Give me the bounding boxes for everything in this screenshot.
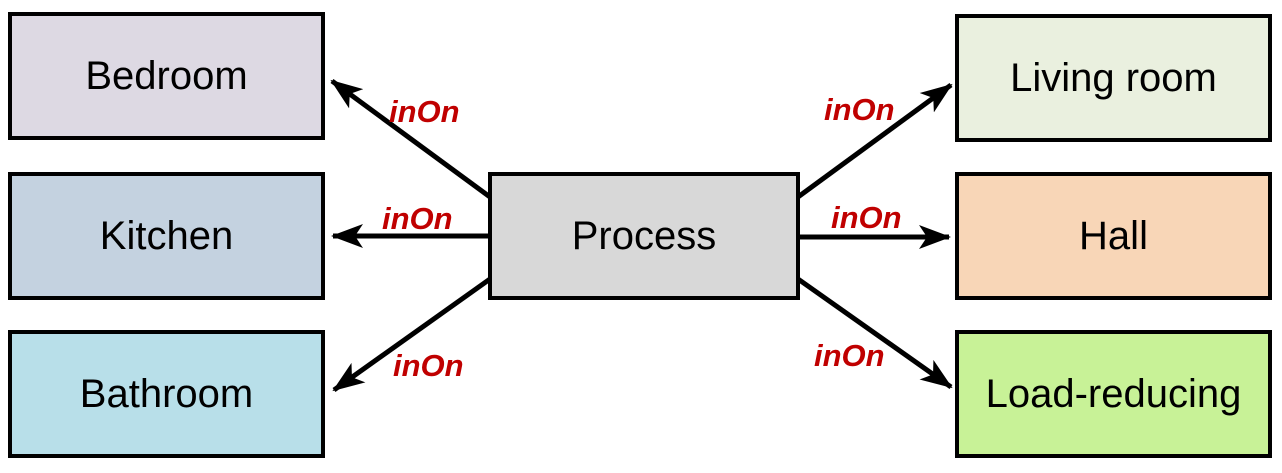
node-hall: Hall	[955, 172, 1272, 300]
edge-label-inon-bathroom: inOn	[393, 348, 464, 383]
node-living-room: Living room	[955, 14, 1272, 142]
node-living-room-label: Living room	[1010, 55, 1217, 100]
edge-label-inon-hall: inOn	[831, 200, 902, 235]
edge-process-bathroom	[332, 276, 492, 393]
node-process-label: Process	[571, 213, 717, 258]
edge-label-inon-bedroom: inOn	[389, 94, 460, 129]
node-load-reducing-label: Load-reducing	[985, 371, 1242, 416]
edge-label-inon-load-reducing: inOn	[814, 338, 885, 373]
node-kitchen: Kitchen	[8, 172, 325, 300]
edge-process-living-room	[796, 82, 953, 200]
node-hall-label: Hall	[1079, 213, 1148, 258]
node-bathroom-label: Bathroom	[79, 371, 254, 416]
node-bedroom-label: Bedroom	[85, 53, 248, 98]
node-load-reducing: Load-reducing	[955, 330, 1272, 458]
edge-process-load-reducing	[796, 276, 953, 390]
node-bedroom: Bedroom	[8, 12, 325, 140]
node-kitchen-label: Kitchen	[99, 213, 234, 258]
node-process: Process	[488, 172, 800, 300]
edge-label-inon-kitchen: inOn	[382, 201, 453, 236]
node-bathroom: Bathroom	[8, 330, 325, 458]
edge-label-inon-living-room: inOn	[824, 92, 895, 127]
edge-process-bedroom	[330, 78, 492, 200]
